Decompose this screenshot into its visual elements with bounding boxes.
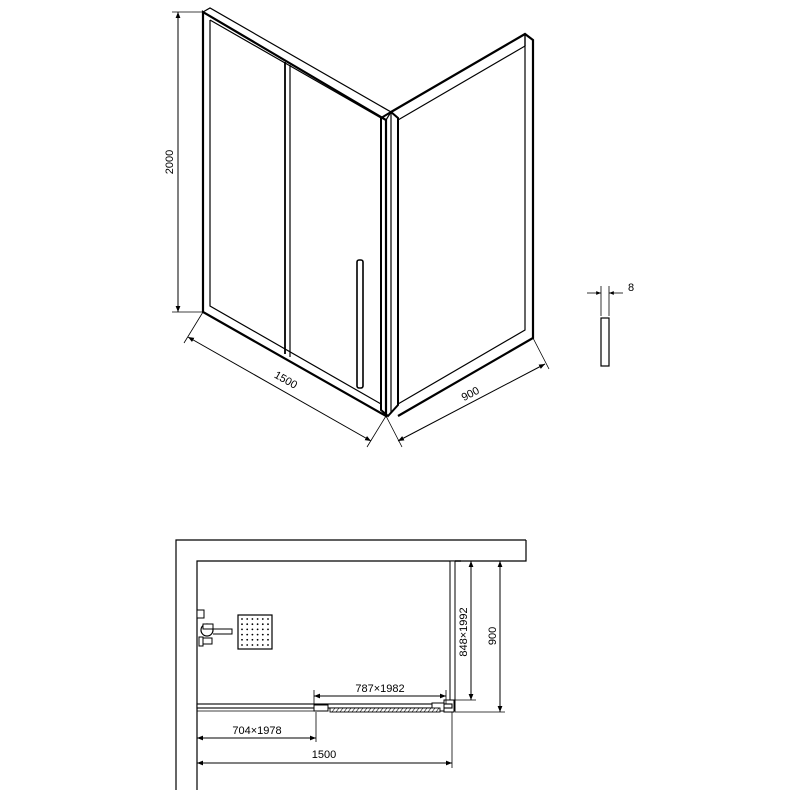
nozzle-dot xyxy=(261,628,264,631)
nozzle-dot xyxy=(241,618,243,620)
side-depth-dimension: 900 xyxy=(455,560,505,713)
hatch-line xyxy=(331,707,336,713)
nozzle-dot xyxy=(251,623,254,626)
nozzle-dot xyxy=(256,638,259,641)
hatch-line xyxy=(355,707,360,713)
nozzle-dot xyxy=(267,633,269,636)
perspective-view: 2000 1500 900 8 xyxy=(164,7,634,448)
hatch-line xyxy=(339,707,344,713)
hatch-line xyxy=(431,707,436,713)
nozzle-dot xyxy=(246,638,249,641)
nozzle-dot xyxy=(261,618,264,620)
hatch-line xyxy=(359,707,364,713)
sliding-door-dimension: 787×1982 xyxy=(313,683,447,704)
hatch-line xyxy=(391,707,396,713)
room-walls xyxy=(175,539,527,790)
front-panels-plan xyxy=(196,702,453,713)
hatch-line xyxy=(379,707,384,713)
nozzle-dot xyxy=(251,644,254,646)
corner-post xyxy=(380,110,399,418)
side-panel-label: 848×1992 xyxy=(458,607,470,656)
nozzle-dot xyxy=(261,644,264,646)
side-depth-label: 900 xyxy=(487,627,499,645)
nozzle-dot xyxy=(267,644,269,646)
nozzle-dot xyxy=(267,638,269,641)
nozzle-dot xyxy=(241,638,243,641)
hatch-line xyxy=(387,707,392,713)
side-panel-frame xyxy=(390,32,535,417)
hatch-line xyxy=(335,707,340,713)
total-width-dimension: 1500 xyxy=(197,712,453,768)
nozzle-dot xyxy=(251,633,254,636)
hatch-line xyxy=(411,707,416,713)
nozzle-dot xyxy=(246,628,249,631)
shower-head-nozzles xyxy=(241,618,269,646)
door-handle xyxy=(356,259,364,389)
hatch-line xyxy=(419,707,424,713)
side-width-dimension: 900 xyxy=(385,337,550,448)
front-width-label: 1500 xyxy=(272,369,299,392)
plan-view: 787×1982 704×1978 1500 848×1992 900 xyxy=(175,539,527,790)
hatch-line xyxy=(343,707,348,713)
nozzle-dot xyxy=(251,628,254,631)
hatch-line xyxy=(423,707,428,713)
nozzle-dot xyxy=(256,623,259,626)
nozzle-dot xyxy=(246,644,249,646)
nozzle-dot xyxy=(241,644,243,646)
nozzle-dot xyxy=(241,633,243,636)
nozzle-dot xyxy=(246,618,249,620)
hatch-line xyxy=(347,707,352,713)
hatch-line xyxy=(383,707,388,713)
hatch-line xyxy=(407,707,412,713)
nozzle-dot xyxy=(251,618,254,620)
shower-head-icon xyxy=(237,614,273,650)
hatch-line xyxy=(351,707,356,713)
nozzle-dot xyxy=(241,628,243,631)
hatch-line xyxy=(367,707,372,713)
nozzle-dot xyxy=(256,628,259,631)
hatch-line xyxy=(371,707,376,713)
hatch-line xyxy=(403,707,408,713)
nozzle-dot xyxy=(256,644,259,646)
height-label: 2000 xyxy=(164,150,176,174)
nozzle-dot xyxy=(267,628,269,631)
glass-thickness-detail: 8 xyxy=(587,282,634,367)
sliding-door-label: 787×1982 xyxy=(355,683,404,695)
nozzle-dot xyxy=(256,633,259,636)
nozzle-dot xyxy=(267,623,269,626)
sliding-door-hatching xyxy=(331,707,440,713)
side-width-label: 900 xyxy=(460,385,482,404)
hatch-line xyxy=(435,707,440,713)
sliding-door-divider xyxy=(284,62,291,357)
nozzle-dot xyxy=(261,633,264,636)
hatch-line xyxy=(375,707,380,713)
height-dimension: 2000 xyxy=(164,11,203,313)
fixed-panel-label: 704×1978 xyxy=(232,725,281,737)
shower-mixer-icon xyxy=(196,609,233,647)
hatch-line xyxy=(399,707,404,713)
hatch-line xyxy=(395,707,400,713)
nozzle-dot xyxy=(246,633,249,636)
side-panel-dimension: 848×1992 xyxy=(455,560,476,701)
nozzle-dot xyxy=(261,638,264,641)
nozzle-dot xyxy=(267,618,269,620)
hatch-line xyxy=(427,707,432,713)
total-width-label: 1500 xyxy=(312,749,336,761)
hatch-line xyxy=(415,707,420,713)
nozzle-dot xyxy=(261,623,264,626)
nozzle-dot xyxy=(246,623,249,626)
nozzle-dot xyxy=(251,638,254,641)
nozzle-dot xyxy=(241,623,243,626)
hatch-line xyxy=(363,707,368,713)
fixed-panel-dimension: 704×1978 xyxy=(196,712,317,742)
nozzle-dot xyxy=(256,618,259,620)
glass-thickness-label: 8 xyxy=(628,282,634,294)
